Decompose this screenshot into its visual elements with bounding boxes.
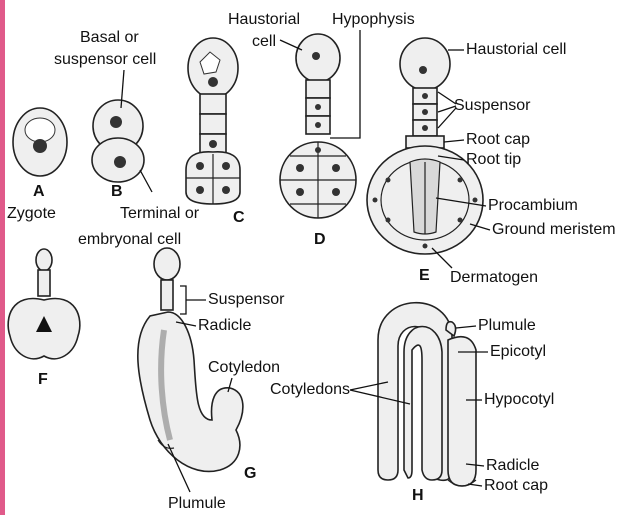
stage-c-proembryo: C bbox=[186, 38, 245, 226]
stage-e-section: Haustorial cell Suspensor Root cap Root … bbox=[367, 38, 616, 286]
e-dot bbox=[458, 178, 463, 183]
c-dot bbox=[209, 140, 217, 148]
c-dot bbox=[222, 186, 230, 194]
e-dot bbox=[423, 244, 428, 249]
stage-g-mature: Suspensor Radicle Cotyledon G Plumule bbox=[138, 248, 285, 512]
stage-b-letter: B bbox=[111, 183, 123, 200]
stage-c-letter: C bbox=[233, 209, 245, 226]
h-leader bbox=[456, 326, 476, 328]
stage-a-zygote: A Zygote bbox=[7, 108, 67, 222]
f-suspensor bbox=[38, 270, 50, 296]
e-roottip-label: Root tip bbox=[466, 151, 521, 168]
e-haustorial-cell bbox=[400, 38, 450, 90]
d-dot bbox=[315, 104, 321, 110]
d-dot bbox=[332, 164, 340, 172]
e-haustorial-label: Haustorial cell bbox=[466, 41, 566, 58]
e-dot bbox=[422, 109, 428, 115]
d-hn bbox=[312, 52, 320, 60]
stage-e-letter: E bbox=[419, 267, 430, 284]
h-radicle-label: Radicle bbox=[486, 457, 539, 474]
f-haustorial bbox=[36, 249, 52, 271]
e-dot bbox=[373, 198, 378, 203]
e-procambium-label: Procambium bbox=[488, 197, 578, 214]
e-hn bbox=[419, 66, 427, 74]
g-radicle-label: Radicle bbox=[198, 317, 251, 334]
zygote-nucleus bbox=[33, 139, 47, 153]
stage-g-letter: G bbox=[244, 465, 256, 482]
basal-nucleus bbox=[110, 116, 122, 128]
h-cotyledons-label: Cotyledons bbox=[270, 381, 350, 398]
h-hypocotyl-label: Hypocotyl bbox=[484, 391, 554, 408]
h-epicotyl-label: Epicotyl bbox=[490, 343, 546, 360]
e-dot bbox=[422, 93, 428, 99]
stage-f-heart: F bbox=[8, 249, 80, 388]
d-haustorial-line1: Haustorial bbox=[228, 11, 300, 28]
terminal-leader bbox=[140, 170, 152, 192]
basal-label-line1: Basal or bbox=[80, 29, 139, 46]
basal-label-line2: suspensor cell bbox=[54, 51, 156, 68]
c-susp-1 bbox=[200, 94, 226, 114]
d-hypophysis-label: Hypophysis bbox=[332, 11, 415, 28]
g-cotyledon-label: Cotyledon bbox=[208, 359, 280, 376]
e-dermatogen-label: Dermatogen bbox=[450, 269, 538, 286]
stage-b-two-celled: Basal or suspensor cell B Terminal or em… bbox=[54, 29, 200, 248]
e-dot bbox=[386, 218, 391, 223]
stage-f-letter: F bbox=[38, 371, 48, 388]
zygote-vacuole bbox=[25, 118, 55, 142]
stage-d-letter: D bbox=[314, 231, 326, 248]
h-inner-cotyledon bbox=[404, 327, 442, 481]
e-dot bbox=[458, 218, 463, 223]
terminal-label-line1: Terminal or bbox=[120, 205, 200, 222]
d-dot bbox=[315, 147, 321, 153]
e-suspensor-label: Suspensor bbox=[454, 97, 531, 114]
e-rootcap-label: Root cap bbox=[466, 131, 530, 148]
zygote-caption: Zygote bbox=[7, 205, 56, 222]
e-dot bbox=[473, 198, 478, 203]
terminal-nucleus bbox=[114, 156, 126, 168]
d-dot bbox=[315, 122, 321, 128]
e-ground-meristem-label: Ground meristem bbox=[492, 221, 616, 238]
c-dot bbox=[196, 186, 204, 194]
g-suspensor-label: Suspensor bbox=[208, 291, 285, 308]
d-susp bbox=[306, 80, 330, 98]
g-plumule-label: Plumule bbox=[168, 495, 226, 512]
g-haustorial bbox=[154, 248, 180, 280]
stage-h-letter: H bbox=[412, 487, 424, 504]
h-plumule-label: Plumule bbox=[478, 317, 536, 334]
g-suspensor bbox=[161, 280, 173, 310]
d-dot bbox=[296, 188, 304, 196]
c-dot bbox=[222, 162, 230, 170]
stage-h-embryo: Plumule Epicotyl Cotyledons Hypocotyl Ra… bbox=[270, 303, 554, 504]
e-dot bbox=[386, 178, 391, 183]
d-haustorial-line2: cell bbox=[252, 33, 276, 50]
c-dot bbox=[196, 162, 204, 170]
terminal-label-line2: embryonal cell bbox=[78, 231, 181, 248]
e-leader bbox=[444, 140, 464, 142]
d-dot bbox=[296, 164, 304, 172]
h-hypocotyl bbox=[448, 337, 476, 486]
stage-a-letter: A bbox=[33, 183, 45, 200]
c-hn bbox=[208, 77, 218, 87]
e-dot bbox=[422, 125, 428, 131]
g-embryo-body bbox=[138, 312, 243, 471]
c-susp-2 bbox=[200, 114, 226, 134]
g-leader bbox=[180, 286, 186, 314]
d-dot bbox=[332, 188, 340, 196]
h-rootcap-label: Root cap bbox=[484, 477, 548, 494]
